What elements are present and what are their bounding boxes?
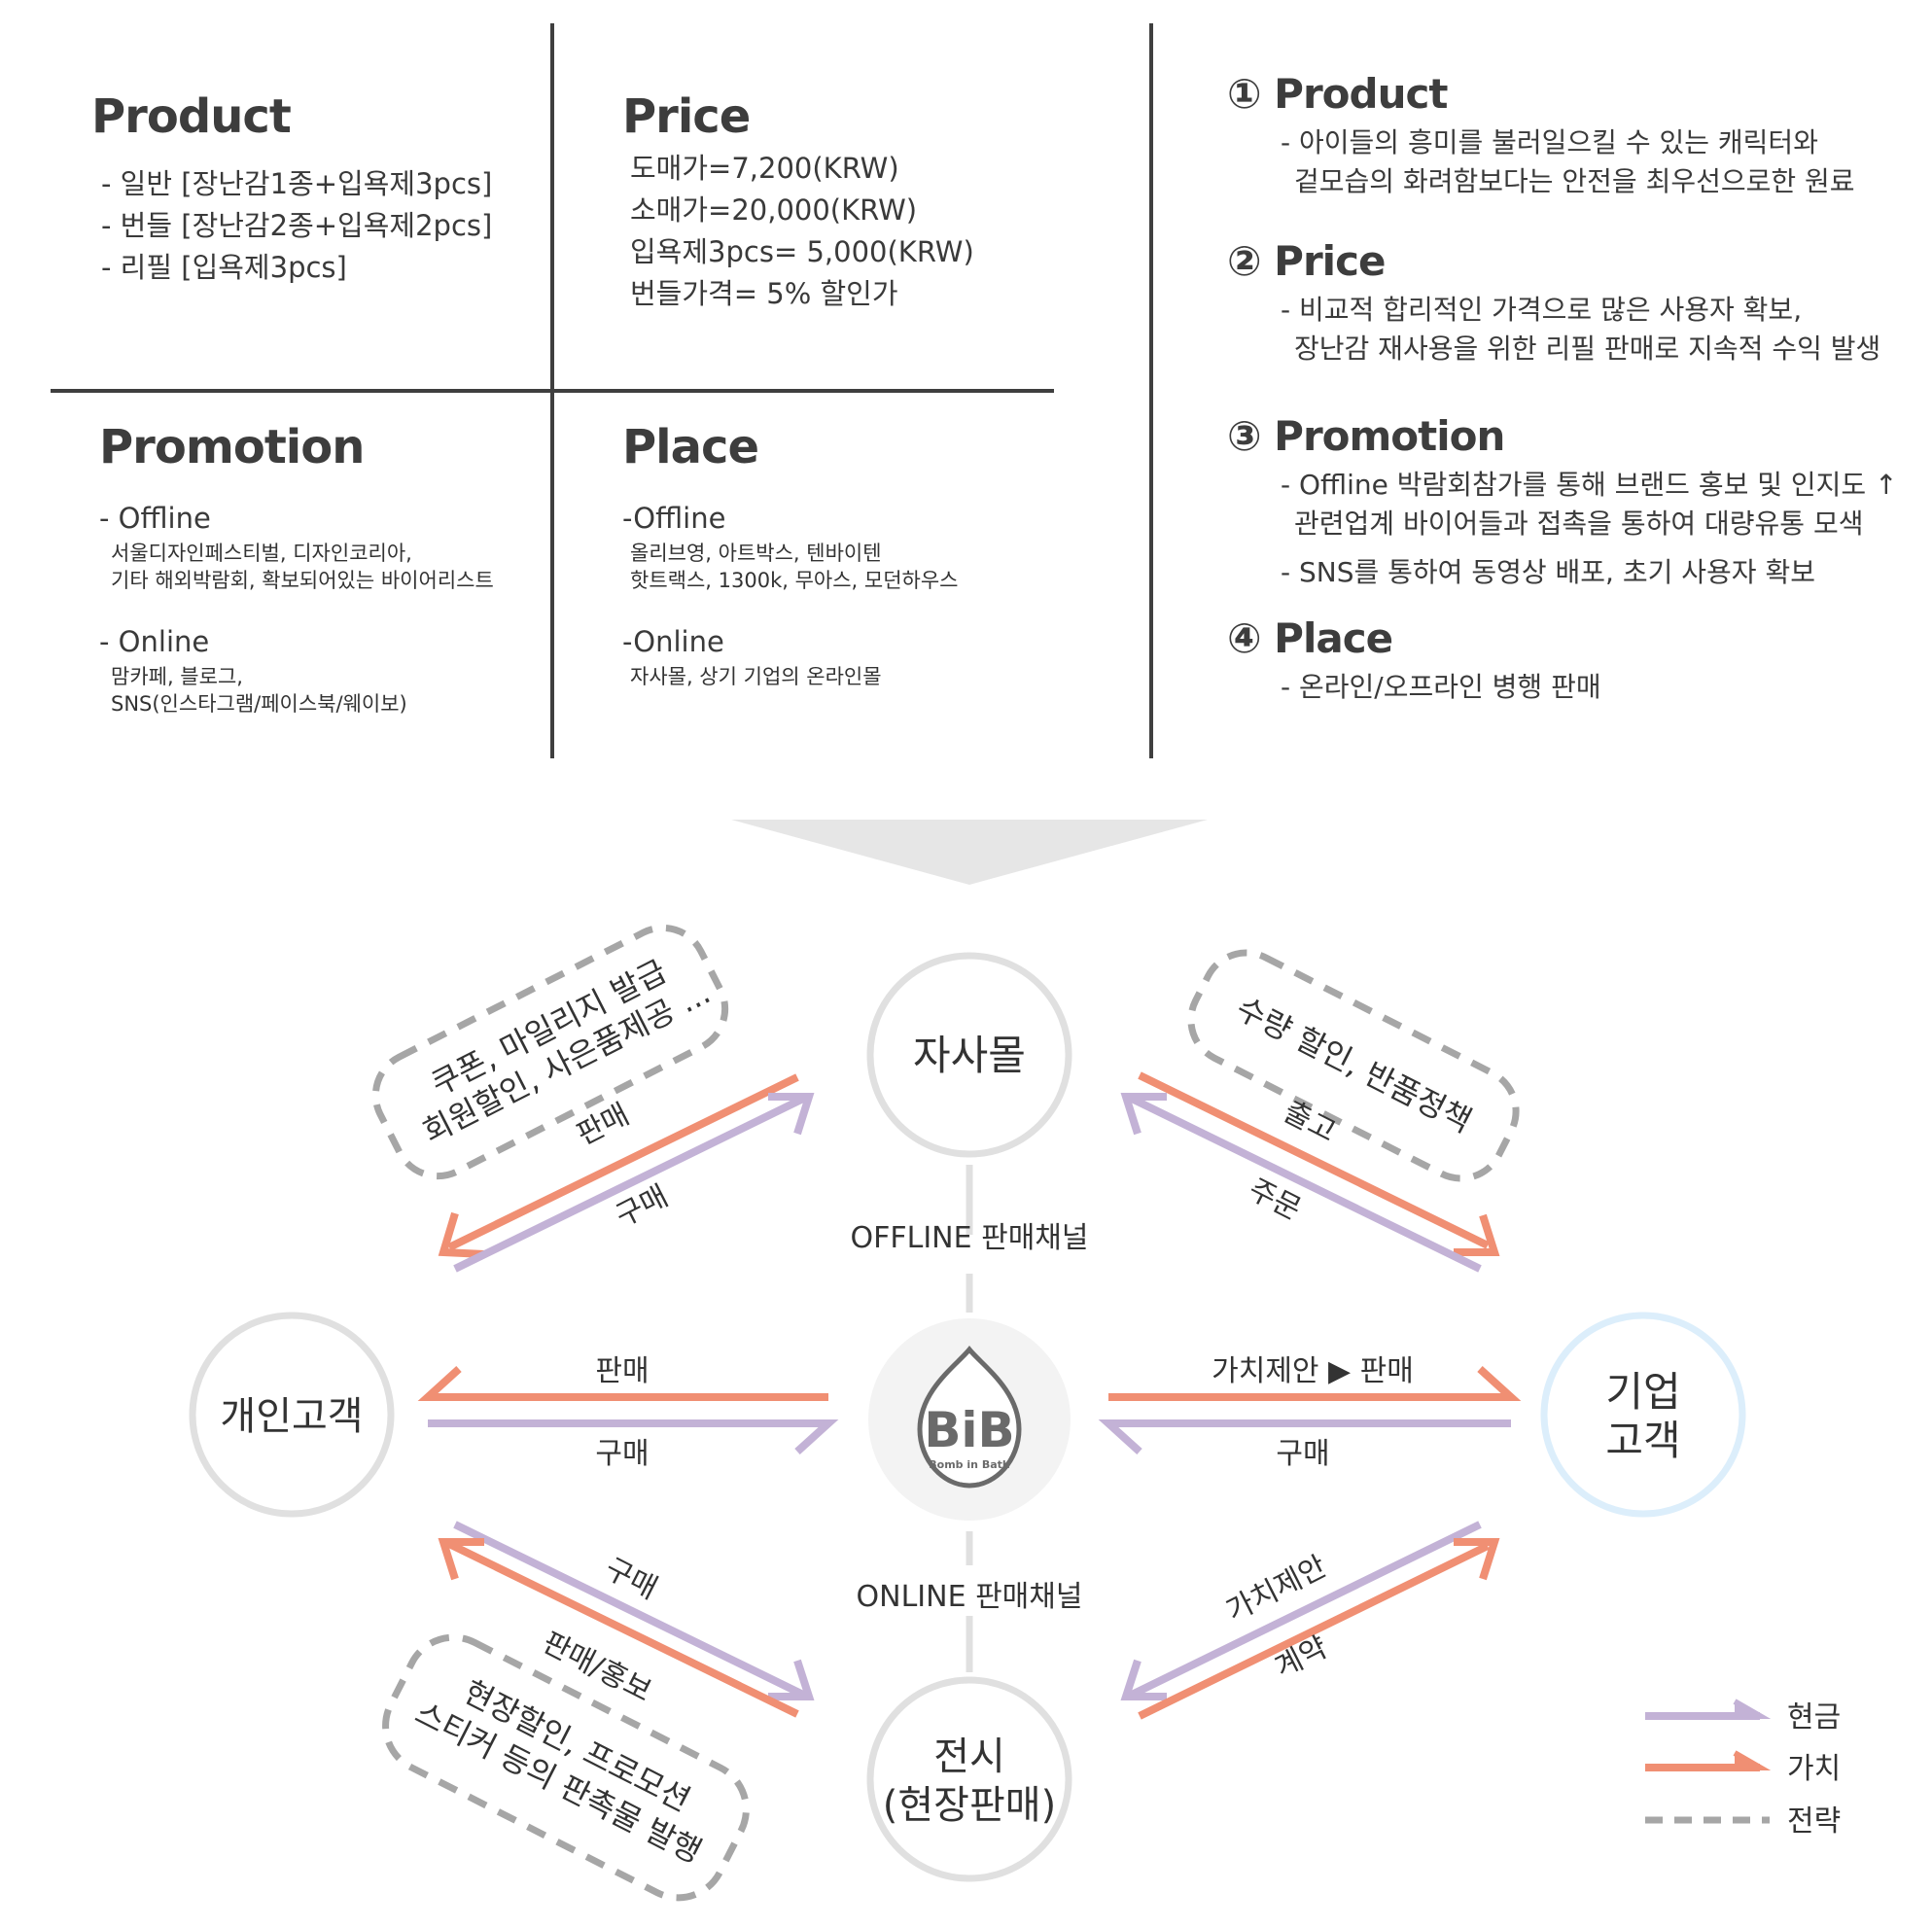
strategy-line: 장난감 재사용을 위한 리필 판매로 지속적 수익 발생 xyxy=(1294,333,1881,365)
value-arrowhead-icon xyxy=(438,1211,485,1258)
value-arrow xyxy=(447,1540,799,1718)
node-label: 자사몰 xyxy=(913,1032,1026,1079)
strategy-line: 겉모습의 화려함보다는 안전을 최우선으로한 원료 xyxy=(1294,165,1855,197)
legend-strategy-label: 전략 xyxy=(1787,1804,1841,1839)
node-corporate-customer xyxy=(1540,1312,1746,1518)
price-quadrant: Price 도매가=7,200(KRW) 소매가=20,000(KRW) 입욕제… xyxy=(622,89,974,315)
section-divider xyxy=(1149,23,1153,758)
flow-label: 판매 xyxy=(572,1098,635,1152)
cash-arrow xyxy=(453,1521,805,1699)
cash-arrowhead-icon xyxy=(1098,1419,1142,1454)
promotion-offline-detail: 서울디자인페스티벌, 디자인코리아, xyxy=(111,542,412,565)
price-title: Price xyxy=(622,89,751,144)
value-arrow xyxy=(1138,1542,1490,1720)
down-chevron-icon xyxy=(731,820,1208,885)
promotion-offline-label: - Offline xyxy=(99,502,211,535)
cash-arrowhead-icon xyxy=(768,1093,815,1136)
legend-value-label: 가치 xyxy=(1787,1752,1841,1786)
value-arrow xyxy=(1138,1071,1490,1249)
flow-label: 계약 xyxy=(1270,1630,1333,1685)
promotion-online-label: - Online xyxy=(99,625,210,658)
strategy-price: ② Price - 비교적 합리적인 가격으로 많은 사용자 확보, 장난감 재… xyxy=(1227,237,1880,368)
strategy-title: ① Product xyxy=(1227,70,1448,118)
cash-arrowhead-icon xyxy=(794,1419,839,1454)
legend-value-arrowhead-icon xyxy=(1733,1750,1772,1770)
legend-cash-label: 현금 xyxy=(1787,1700,1841,1734)
strategy-promotion: ③ Promotion - Offline 박람회참가를 통해 브랜드 홍보 및… xyxy=(1227,412,1898,592)
node-label: 전시 xyxy=(933,1734,1005,1779)
legend-cash-arrowhead-icon xyxy=(1733,1699,1772,1719)
place-quadrant: Place -Offline 올리브영, 아트박스, 텐바이텐 핫트랙스, 13… xyxy=(622,420,959,690)
strategy-capsule xyxy=(1187,949,1520,1182)
value-arrowhead-icon xyxy=(417,1366,462,1401)
flow-label: 구매 xyxy=(595,1437,649,1471)
promotion-offline-detail: 기타 해외박람회, 확보되어있는 바이어리스트 xyxy=(111,569,494,592)
logo-text: BiB xyxy=(924,1402,1014,1458)
value-arrowhead-icon xyxy=(1477,1366,1522,1401)
logo-subtext: Bomb in Bath xyxy=(929,1458,1009,1471)
value-arrowhead-icon xyxy=(1454,1213,1500,1256)
strategy-title: ③ Promotion xyxy=(1227,412,1505,460)
strategy-line: - 비교적 합리적인 가격으로 많은 사용자 확보, xyxy=(1281,294,1803,326)
price-item: 소매가=20,000(KRW) xyxy=(630,193,918,227)
online-channel-label: ONLINE 판매채널 xyxy=(857,1580,1083,1614)
promotion-quadrant: Promotion - Offline 서울디자인페스티벌, 디자인코리아, 기… xyxy=(99,420,494,718)
product-quadrant: Product - 일반 [장난감1종+입욕제3pcs] - 번들 [장난감2종… xyxy=(91,89,492,289)
price-item: 입욕제3pcs= 5,000(KRW) xyxy=(630,235,974,268)
promotion-title: Promotion xyxy=(99,420,365,474)
strategy-line: - 온라인/오프라인 병행 판매 xyxy=(1281,671,1601,703)
node-individual-customer xyxy=(189,1312,395,1518)
product-item: - 일반 [장난감1종+입욕제3pcs] xyxy=(101,167,493,200)
place-offline-label: -Offline xyxy=(622,502,726,535)
node-label: (현장판매) xyxy=(883,1783,1056,1828)
node-own-mall xyxy=(866,952,1072,1158)
node-label: 기업 xyxy=(1605,1368,1680,1416)
flow-label: 가치제안 ▶ 판매 xyxy=(1212,1354,1414,1388)
flow-label: 구매 xyxy=(1276,1437,1329,1471)
value-arrow xyxy=(447,1073,799,1251)
cash-arrowhead-icon xyxy=(768,1659,815,1700)
product-item: - 번들 [장난감2종+입욕제2pcs] xyxy=(101,209,493,242)
product-item: - 리필 [입욕제3pcs] xyxy=(101,251,347,284)
strategy-text: 수량 할인, 반품정책 xyxy=(1230,990,1477,1140)
strategy-capsule xyxy=(382,1633,750,1902)
place-online-detail: 자사몰, 상기 기업의 온라인몰 xyxy=(630,665,882,688)
strategy-title: ④ Place xyxy=(1227,614,1393,662)
strategy-line: - Offline 박람회참가를 통해 브랜드 홍보 및 인지도 ↑ xyxy=(1281,469,1898,501)
value-arrowhead-icon xyxy=(1454,1538,1500,1581)
strategy-capsule xyxy=(371,924,729,1180)
cash-arrow xyxy=(1130,1521,1482,1699)
offline-channel-label: OFFLINE 판매채널 xyxy=(850,1221,1088,1255)
flow-label: 가치제안 xyxy=(1221,1550,1332,1629)
node-label: 개인고객 xyxy=(220,1394,363,1439)
price-item: 도매가=7,200(KRW) xyxy=(630,152,899,185)
promotion-online-detail: SNS(인스타그램/페이스북/웨이보) xyxy=(111,692,407,716)
place-offline-detail: 올리브영, 아트박스, 텐바이텐 xyxy=(630,542,882,565)
grid-horizontal-divider xyxy=(51,389,1054,393)
price-item: 번들가격= 5% 할인가 xyxy=(630,277,898,310)
promotion-online-detail: 맘카페, 블로그, xyxy=(111,665,243,688)
cash-arrow xyxy=(1130,1095,1482,1273)
cash-arrowhead-icon xyxy=(1120,1093,1167,1136)
strategy-line: - SNS를 통하여 동영상 배포, 초기 사용자 확보 xyxy=(1281,556,1815,588)
product-title: Product xyxy=(91,89,292,144)
strategy-line: - 아이들의 흥미를 불러일으킬 수 있는 캐릭터와 xyxy=(1281,126,1818,158)
node-label: 고객 xyxy=(1605,1417,1680,1464)
place-online-label: -Online xyxy=(622,625,724,658)
strategy-line: 관련업계 바이어들과 접촉을 통하여 대량유통 모색 xyxy=(1294,508,1864,540)
drop-logo-icon xyxy=(917,1346,1022,1489)
value-arrowhead-icon xyxy=(438,1538,484,1581)
strategy-title: ② Price xyxy=(1227,237,1386,285)
cash-arrow xyxy=(453,1095,805,1273)
node-exhibition xyxy=(866,1676,1072,1882)
cash-arrowhead-icon xyxy=(1120,1659,1167,1700)
place-title: Place xyxy=(622,420,759,474)
flow-label: 출고 xyxy=(1278,1095,1341,1149)
place-offline-detail: 핫트랙스, 1300k, 무아스, 모던하우스 xyxy=(630,569,959,592)
flow-label: 판매 xyxy=(595,1354,649,1388)
strategy-product: ① Product - 아이들의 흥미를 불러일으킬 수 있는 캐릭터와 겉모습… xyxy=(1227,70,1855,201)
strategy-place: ④ Place - 온라인/오프라인 병행 판매 xyxy=(1227,614,1601,707)
